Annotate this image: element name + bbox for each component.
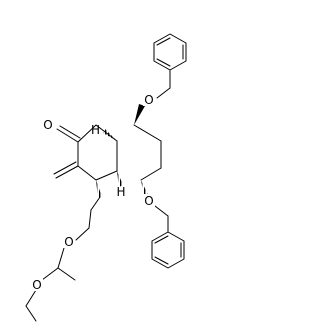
acetal-group [25, 247, 76, 322]
structure-canvas: O O H H O O O [25, 33, 187, 322]
wedge-bond-top-oxygen [134, 104, 145, 125]
ketone-double-bond-a [56, 128, 79, 143]
oxygen-label: O [144, 194, 153, 208]
oxygen-label: O [64, 235, 73, 249]
atom-label-o-bottom: O [143, 194, 155, 208]
atom-label-o-top: O [143, 93, 155, 107]
bottom-benzyl-o-ch2-bond [154, 205, 169, 217]
oxygen-label: O [43, 118, 52, 132]
atom-label-h-top: H [91, 123, 100, 137]
methylene-double-bond-b [53, 161, 77, 175]
right-ring [116, 124, 162, 181]
top-phenyl-ring [153, 33, 187, 71]
ketone-double-bond-b [59, 125, 81, 139]
chemical-structure: O O H H O O O [25, 33, 187, 322]
top-benzyl-o-ch2-bond [156, 87, 171, 99]
oxygen-label: O [144, 93, 153, 107]
hashed-bond-fusion-h-bottom [117, 171, 123, 187]
hashed-bond-bottom-oxygen [141, 180, 148, 196]
hydrogen-label: H [91, 123, 100, 137]
atom-label-o-chain: O [63, 235, 75, 249]
bottom-phenyl-ring [151, 231, 185, 269]
propyl-chain [75, 196, 101, 241]
hydrogen-label: H [116, 185, 125, 199]
methylene-double-bond-a [55, 165, 79, 179]
hashed-bond-fusion-h-top [103, 129, 117, 141]
atom-label-h-bottom: H [116, 185, 125, 199]
atom-label-o-ketone: O [42, 118, 55, 132]
hashed-bond-side-chain [96, 180, 102, 198]
oxygen-label: O [32, 278, 41, 292]
atom-label-o-ethoxy: O [31, 278, 43, 292]
